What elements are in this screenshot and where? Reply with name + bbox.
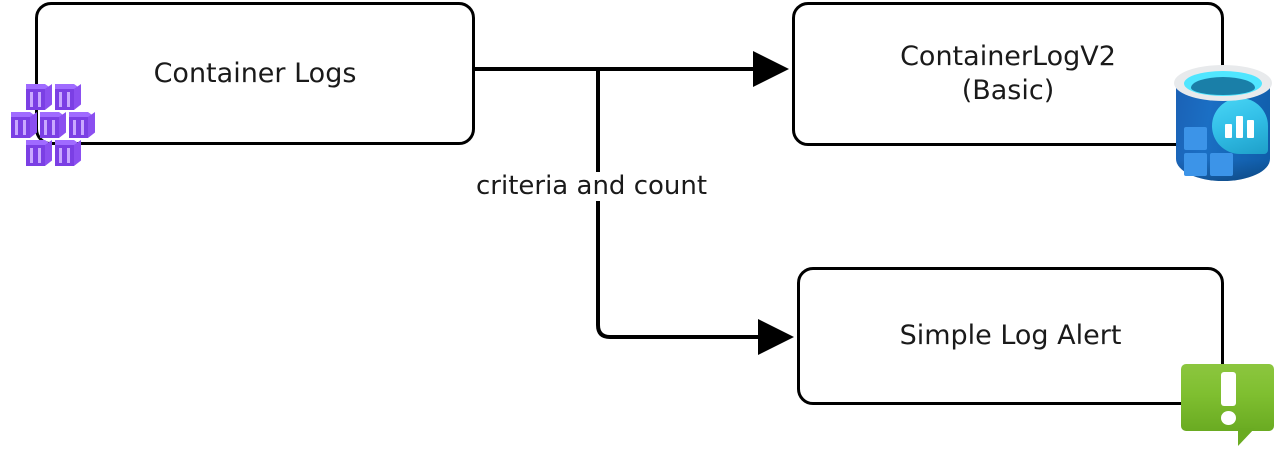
container-cube	[69, 112, 95, 138]
node-container-logs-label: Container Logs	[153, 57, 357, 89]
alert-bubble-icon	[1181, 364, 1277, 449]
container-cube	[55, 140, 81, 166]
bar-chart-bubble-icon	[1212, 98, 1268, 154]
node-simple-log-alert-label: Simple Log Alert	[899, 320, 1122, 352]
container-cube	[26, 84, 52, 110]
node-simple-log-alert[interactable]: Simple Log Alert	[797, 267, 1224, 405]
edge-logs-to-simple-log-alert	[596, 69, 794, 355]
node-container-logs[interactable]: Container Logs	[35, 2, 475, 145]
container-cube	[11, 112, 37, 138]
node-containerlogv2[interactable]: ContainerLogV2 (Basic)	[792, 2, 1224, 146]
node-containerlogv2-label: ContainerLogV2 (Basic)	[900, 41, 1116, 106]
container-cube	[26, 140, 52, 166]
edge-label-criteria-and-count: criteria and count	[470, 172, 714, 201]
container-cube	[40, 112, 66, 138]
container-cube	[55, 84, 81, 110]
log-analytics-workspace-icon	[1172, 63, 1274, 187]
exclamation-icon	[1221, 372, 1236, 406]
container-cluster-icon	[8, 84, 95, 170]
